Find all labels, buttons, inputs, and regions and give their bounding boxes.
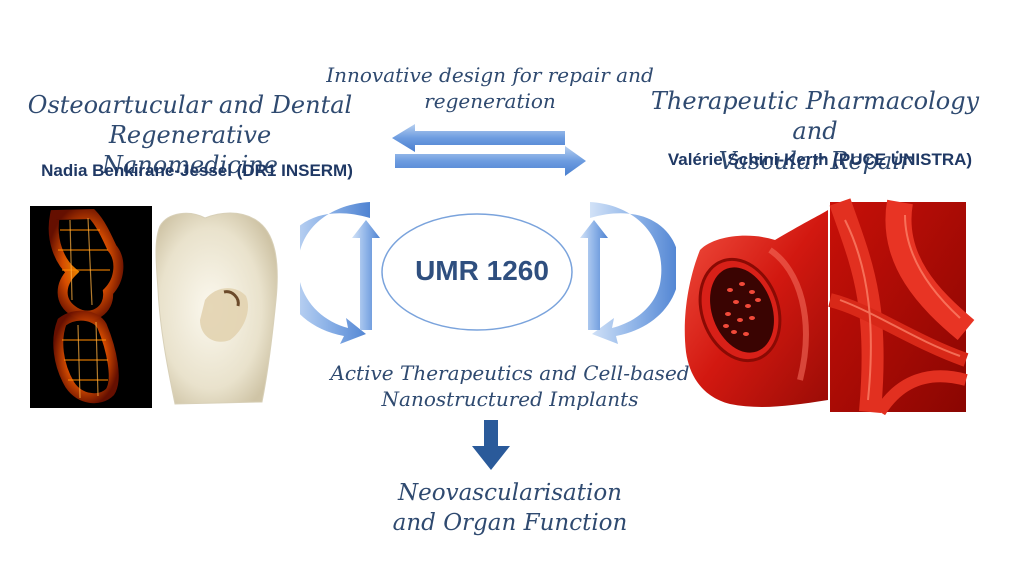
vessel-network-image <box>828 198 975 416</box>
center-label: UMR 1260 <box>415 255 549 286</box>
right-group-person: Valérie Schini-Kerth (PUCE UNISTRA) <box>667 150 973 169</box>
left-group-person: Nadia Benkirane-Jessel (DR1 INSERM) <box>41 161 353 180</box>
blood-vessel-image <box>676 206 828 414</box>
right-up-arrow <box>580 220 608 330</box>
bottom-center-caption: Active Therapeutics and Cell-based Nanos… <box>330 360 690 412</box>
left-up-arrow <box>352 220 380 330</box>
bottom-center-line-1: Active Therapeutics and Cell-based <box>330 361 690 385</box>
final-line-1: Neovascularisation <box>398 480 622 506</box>
right-group-title: Therapeutic Pharmacology and Vascular Re… <box>635 86 995 176</box>
final-line-2: and Organ Function <box>392 510 628 536</box>
left-group-title: Osteoartucular and Dental Regenerative N… <box>20 90 360 180</box>
right-pointing-arrow <box>395 146 586 176</box>
joint-xray-image <box>30 206 152 408</box>
right-curved-arrow <box>590 202 680 344</box>
tooth-section-image <box>152 206 300 408</box>
center-ellipse <box>381 213 573 331</box>
left-title-line-2: Regenerative Nanomedicine <box>102 121 278 179</box>
top-center-caption: Innovative design for repair and regener… <box>320 62 660 114</box>
left-title-line-1: Osteoartucular and Dental <box>27 91 353 119</box>
right-title-line-1: Therapeutic Pharmacology and <box>650 87 980 145</box>
right-title-line-2: Vascular Repair <box>718 147 912 175</box>
bottom-center-line-2: Nanostructured Implants <box>381 387 639 411</box>
top-center-line-2: regeneration <box>424 89 556 113</box>
left-curved-arrow <box>280 202 370 344</box>
final-outcome-caption: Neovascularisation and Organ Function <box>370 478 650 538</box>
left-pointing-arrow <box>392 124 565 152</box>
down-arrow <box>472 420 510 470</box>
top-center-line-1: Innovative design for repair and <box>326 63 654 87</box>
